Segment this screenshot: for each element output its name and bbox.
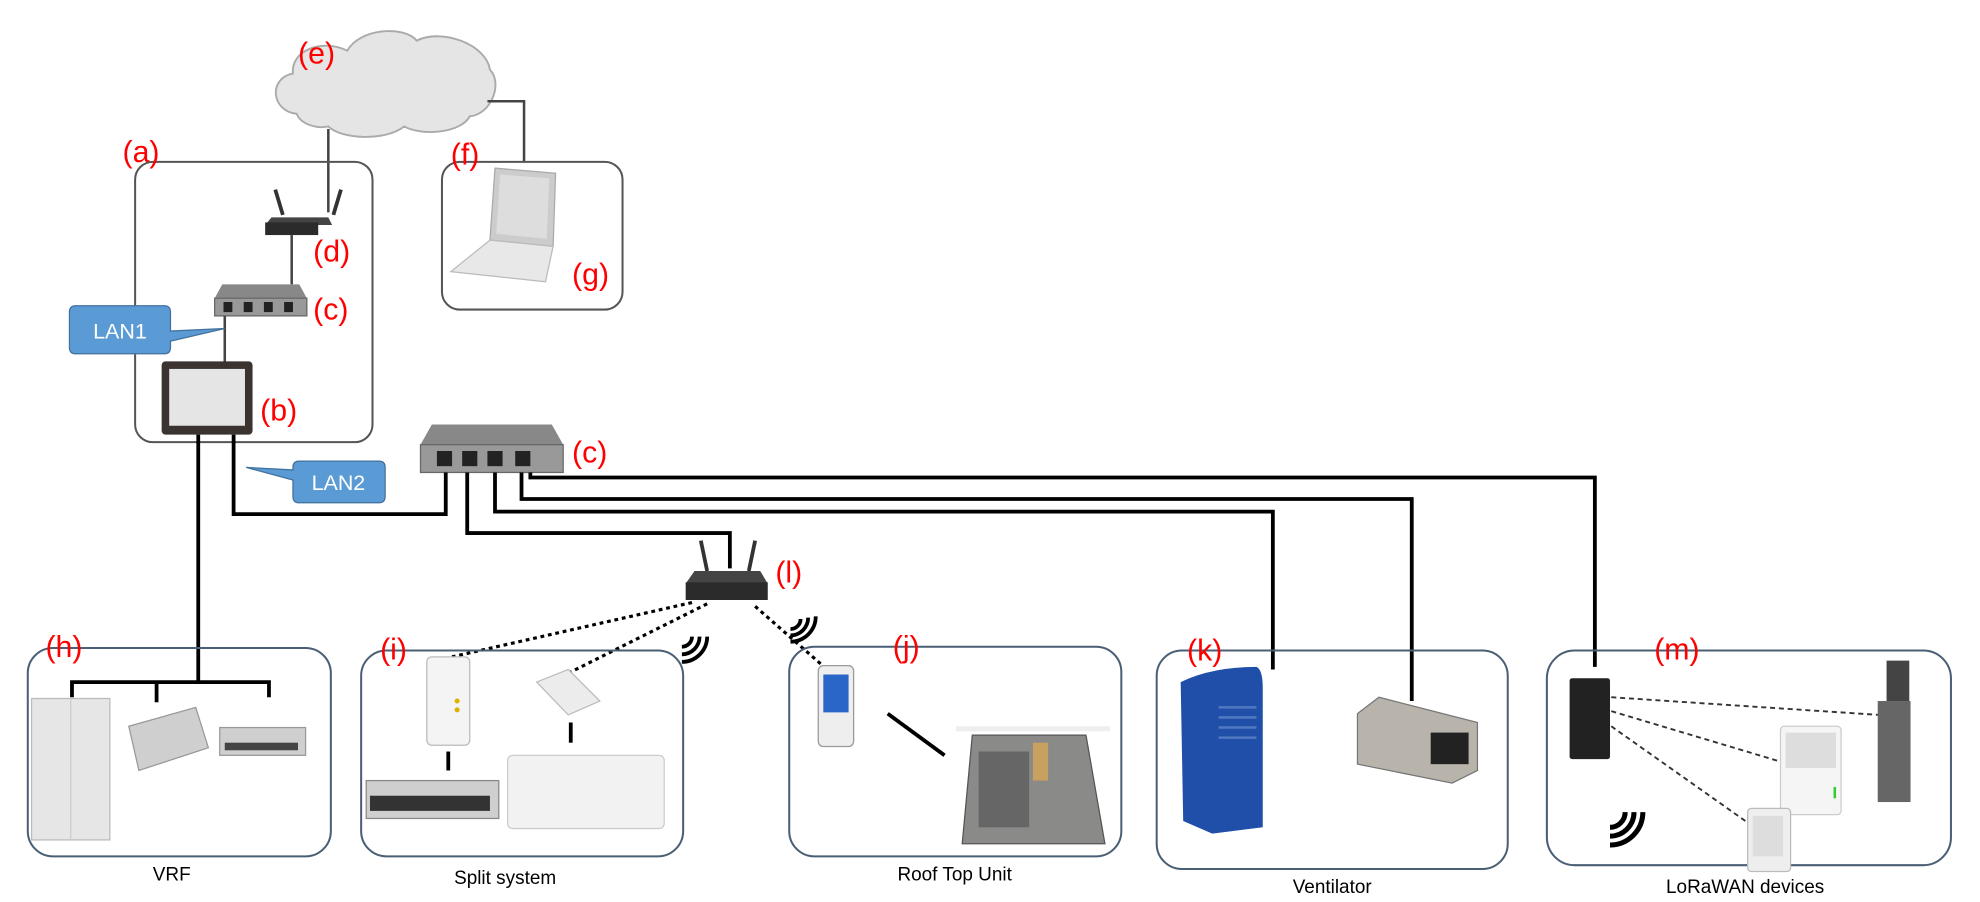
ventilator-box [1155, 649, 1509, 870]
iaq-sensor-icon [1779, 725, 1842, 816]
wireless-signal-icon [681, 636, 710, 664]
laptop-icon [449, 167, 557, 283]
thermostat-link [886, 712, 946, 757]
switch-to-ventilator1-link [493, 472, 1275, 670]
label-c-main: (c) [572, 436, 607, 469]
vrf-outdoor-unit-icon [30, 697, 111, 841]
label-b: (b) [260, 395, 297, 428]
wifi-link-j [754, 605, 829, 671]
caption-lorawan: LoRaWAN devices [1666, 877, 1824, 898]
label-l: (l) [775, 556, 802, 589]
controller-box [134, 160, 374, 444]
ventilator-unit-icon [1180, 666, 1263, 834]
label-d: (d) [313, 236, 350, 269]
vrf-bus [70, 680, 271, 698]
label-c-small: (c) [313, 294, 348, 327]
lan1-callout: LAN1 [68, 305, 225, 355]
wall-adapter-icon [535, 668, 601, 716]
label-f: (f) [451, 138, 480, 171]
wireless-signal-icon [790, 616, 818, 644]
label-k: (k) [1187, 635, 1222, 668]
switch-icon [214, 284, 308, 317]
switch-to-ventilator2-link [519, 472, 1414, 702]
label-j: (j) [893, 631, 920, 664]
roof-top-unit-box [788, 645, 1123, 858]
lorawan-signal-icon [1609, 811, 1646, 848]
air-handling-unit-icon [1356, 696, 1479, 784]
touch-panel-icon [161, 361, 253, 435]
caption-rtu: Roof Top Unit [897, 864, 1012, 885]
lan2-label: LAN2 [312, 471, 366, 495]
wifi-link-i2 [570, 602, 708, 674]
caption-ventilator: Ventilator [1293, 877, 1372, 898]
remote-pc-box [440, 160, 624, 311]
label-m: (m) [1654, 633, 1699, 666]
wifi-link-i1 [451, 600, 693, 659]
label-i: (i) [380, 633, 407, 666]
ducted-unit-icon [219, 726, 307, 756]
split-system-box [360, 649, 685, 858]
current-sensor-icon [1877, 660, 1911, 803]
lorawan-link [1611, 710, 1781, 763]
caption-vrf: VRF [153, 864, 191, 885]
lorawan-link [1611, 696, 1880, 716]
room-thermostat-icon [1747, 807, 1792, 873]
rooftop-unit-icon [955, 726, 1110, 845]
wifi-adapter-icon [426, 656, 471, 746]
main-switch-icon [419, 424, 564, 474]
cloud-icon [274, 30, 497, 138]
lan1-label: LAN1 [93, 320, 147, 344]
wall-split-unit-icon [506, 754, 665, 830]
lan2-callout: LAN2 [246, 460, 386, 504]
wifi-router-icon [685, 540, 768, 601]
cassette-unit-icon [128, 706, 210, 772]
ducted-indoor-unit-icon [365, 779, 500, 820]
label-h: (h) [45, 631, 82, 664]
router-icon [265, 189, 343, 236]
switch-to-lorawan-link [528, 472, 1597, 667]
label-a: (a) [122, 136, 159, 169]
label-e: (e) [298, 37, 335, 70]
thermostat-icon [817, 665, 855, 748]
switch-to-wifi-link [465, 472, 732, 569]
cloud-to-pc-link [487, 99, 526, 162]
vrf-box [26, 646, 332, 858]
caption-split: Split system [454, 868, 556, 889]
lan2-link [231, 434, 448, 517]
label-g: (g) [572, 258, 609, 291]
lorawan-link [1610, 725, 1750, 825]
lorawan-gateway-icon [1569, 678, 1611, 760]
